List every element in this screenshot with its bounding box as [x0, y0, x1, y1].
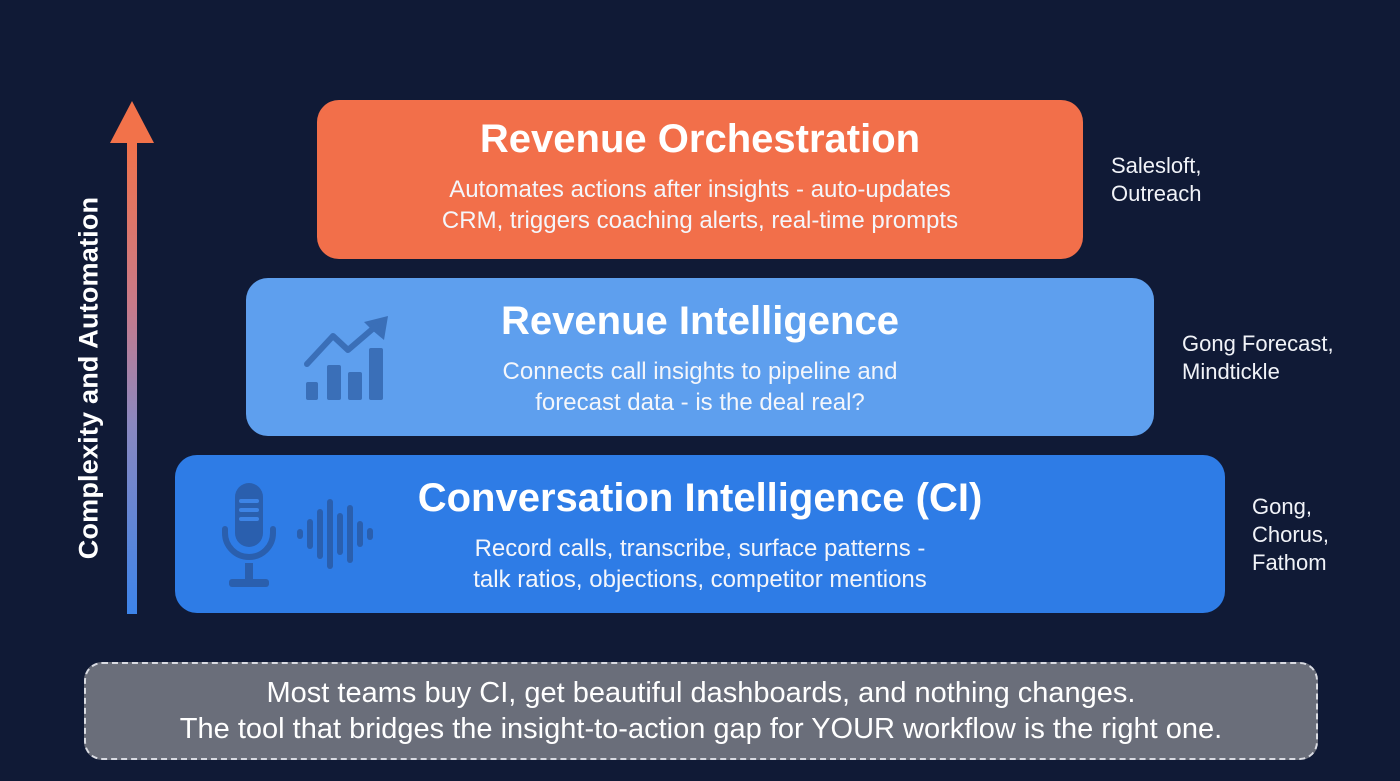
tier-description-line: forecast data - is the deal real? [535, 389, 865, 416]
note-line: Most teams buy CI, get beautiful dashboa… [266, 677, 1136, 709]
tier-description-line: Record calls, transcribe, surface patter… [474, 535, 926, 562]
tier-title: Revenue Orchestration [479, 116, 921, 161]
tier-description: Automates actions after insights - auto-… [442, 174, 958, 236]
vendors-conversation-intelligence: Gong, Chorus, Fathom [1252, 494, 1330, 575]
axis-label: Complexity and Automation [73, 196, 104, 560]
tier-description: Connects call insights to pipeline and f… [246, 356, 1154, 418]
tier-conversation-intelligence: Conversation Intelligence (CI) Record ca… [175, 455, 1225, 613]
microphone-soundwave-icon [222, 483, 373, 587]
trending-bar-chart-icon [304, 316, 388, 400]
tier-title: Conversation Intelligence (CI) [417, 476, 983, 520]
arrow-up-icon [110, 101, 154, 143]
tier-revenue-orchestration: Revenue Orchestration Automates actions … [317, 100, 1083, 259]
vendors-revenue-orchestration: Salesloft, Outreach [1111, 153, 1202, 206]
tier-description-line: CRM, triggers coaching alerts, real-time… [441, 206, 959, 234]
tier-content: Revenue Intelligence Connects call insig… [246, 298, 1154, 418]
tier-description-line: Connects call insights to pipeline and [502, 358, 898, 385]
note-line: The tool that bridges the insight-to-act… [179, 713, 1223, 745]
takeaway-note: Most teams buy CI, get beautiful dashboa… [84, 662, 1318, 760]
tier-title: Revenue Intelligence [501, 299, 899, 343]
axis-gradient-shaft [127, 140, 137, 614]
tier-description: Record calls, transcribe, surface patter… [175, 533, 1225, 595]
tier-description-line: Automates actions after insights - auto-… [449, 175, 951, 203]
tier-description-line: talk ratios, objections, competitor ment… [473, 566, 927, 593]
tier-revenue-intelligence: Revenue Intelligence Connects call insig… [246, 278, 1154, 436]
tier-content: Conversation Intelligence (CI) Record ca… [175, 475, 1225, 595]
vendors-revenue-intelligence: Gong Forecast, Mindtickle [1182, 331, 1334, 384]
complexity-axis: Complexity and Automation [0, 0, 170, 640]
